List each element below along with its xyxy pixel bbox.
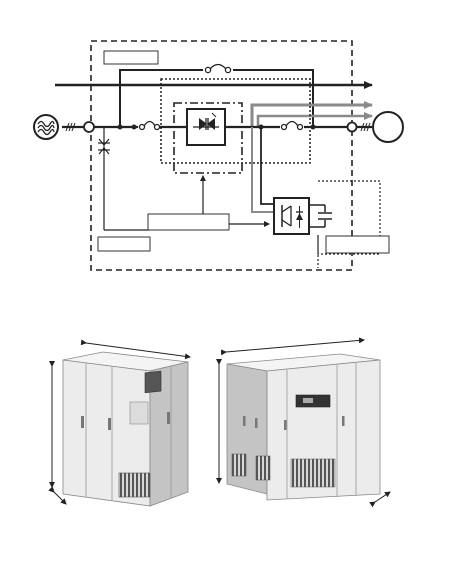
door-handle [167, 412, 170, 424]
output-node [346, 121, 358, 133]
vent-grille [118, 472, 151, 498]
door-handle [342, 416, 345, 426]
left-cabinet-photo [48, 339, 191, 507]
cabinet-side-face [149, 361, 189, 507]
inverter-feed-dark [260, 127, 274, 205]
width-dimension-arrow [80, 339, 191, 360]
door-handle [108, 418, 111, 430]
label-box-top [103, 50, 159, 65]
schematic-diagram [33, 40, 404, 271]
inverter-feed-gray [251, 127, 274, 213]
vent-grille [255, 455, 271, 481]
label-box-bottom-right [325, 235, 390, 254]
inverter-module-icon [273, 197, 310, 235]
ac-source-icon [33, 114, 59, 140]
gray-line-lower [256, 112, 373, 127]
right-cabinet-photo [216, 337, 391, 508]
door-handle [243, 416, 246, 426]
input-node [83, 121, 95, 133]
junction-dot [310, 124, 316, 130]
gray-line-upper [250, 101, 373, 127]
thyristor-dashdot-box [173, 102, 243, 174]
depth-dimension-arrow [369, 491, 391, 508]
motor-load-icon [372, 111, 404, 143]
label-box-bottom-left [97, 236, 151, 252]
width-dimension-arrow [220, 337, 365, 356]
control-display-panel [144, 370, 162, 394]
door-handle [255, 418, 258, 428]
junction-dot [131, 124, 137, 130]
outer-enclosure-dashed [90, 40, 353, 271]
inner-dotted-box [160, 78, 311, 164]
source-tick-marks [65, 122, 76, 132]
vent-grille [231, 453, 247, 477]
capacitor-icon [309, 204, 332, 228]
right-breaker-icon [280, 119, 304, 131]
control-box [147, 213, 230, 231]
right-dotted-box [317, 180, 381, 255]
junction-dot [117, 124, 123, 130]
depth-dimension-arrow [48, 486, 67, 505]
surge-arrester-icon [98, 138, 110, 155]
load-tick-marks [360, 122, 371, 132]
door-handle [284, 420, 287, 430]
left-breaker-icon [138, 119, 161, 131]
upper-breaker-icon [203, 63, 233, 76]
vent-grille [290, 458, 336, 488]
thyristor-switch-icon [186, 108, 226, 146]
door-handle [81, 416, 84, 428]
